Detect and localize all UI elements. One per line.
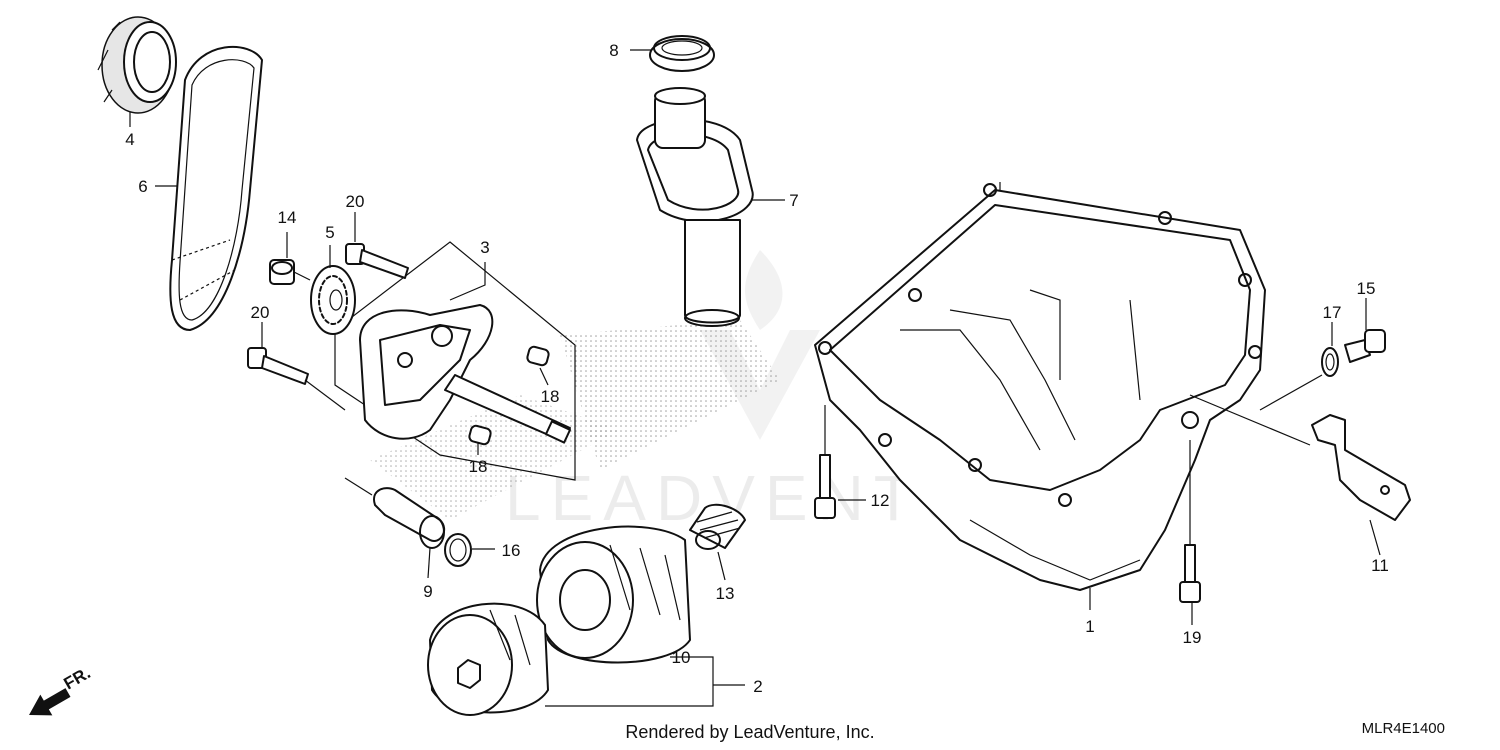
pump-bolt-lower xyxy=(247,347,346,411)
sprocket-bolt-part xyxy=(269,259,311,285)
drain-bolt-part xyxy=(1179,440,1201,603)
callout-9: 9 xyxy=(423,582,432,601)
callout-20-upper: 20 xyxy=(346,192,365,211)
pump-bolt-upper xyxy=(345,243,409,279)
diagram-code: MLR4E1400 xyxy=(1362,720,1445,737)
callout-19: 19 xyxy=(1183,628,1202,647)
front-arrow-icon xyxy=(29,688,71,716)
cam-sprocket-part xyxy=(97,16,177,114)
o-ring-part xyxy=(444,533,472,567)
callout-2: 2 xyxy=(753,677,762,696)
callout-7: 7 xyxy=(789,191,798,210)
oil-pan-part xyxy=(814,183,1266,591)
callout-17: 17 xyxy=(1323,303,1342,322)
footer-credit: Rendered by LeadVenture, Inc. xyxy=(625,722,874,742)
callout-10: 10 xyxy=(672,648,691,667)
cam-chain-part xyxy=(169,46,263,331)
assembly-zone-pump xyxy=(560,320,780,470)
dowel-pin-upper xyxy=(526,345,550,367)
callout-16: 16 xyxy=(502,541,521,560)
callout-18-lower: 18 xyxy=(469,457,488,476)
callout-13: 13 xyxy=(716,584,735,603)
pan-bolt-part xyxy=(814,405,836,519)
strainer-seal-part xyxy=(649,35,715,72)
callout-14: 14 xyxy=(278,208,297,227)
filter-fitting-part xyxy=(689,503,746,550)
callout-20-lower: 20 xyxy=(251,303,270,322)
filter-cap-part xyxy=(427,602,549,716)
callout-18-upper: 18 xyxy=(541,387,560,406)
oil-filter-part xyxy=(536,525,691,664)
callout-5: 5 xyxy=(325,223,334,242)
callout-8: 8 xyxy=(609,41,618,60)
bracket-part xyxy=(1189,394,1411,521)
callout-12: 12 xyxy=(871,491,890,510)
oil-pump-part xyxy=(359,304,572,444)
pump-sprocket-part xyxy=(310,265,356,335)
callout-1: 1 xyxy=(1085,617,1094,636)
relief-valve-part xyxy=(344,477,446,549)
callout-11: 11 xyxy=(1371,556,1389,575)
leader-lines xyxy=(129,49,1381,707)
oil-strainer-part xyxy=(636,87,754,327)
sealing-washer-part xyxy=(1259,347,1339,411)
callout-3: 3 xyxy=(480,238,489,257)
callout-15: 15 xyxy=(1357,279,1376,298)
callout-4: 4 xyxy=(125,130,134,149)
drain-plug-part xyxy=(1344,329,1386,363)
callout-6: 6 xyxy=(138,177,147,196)
